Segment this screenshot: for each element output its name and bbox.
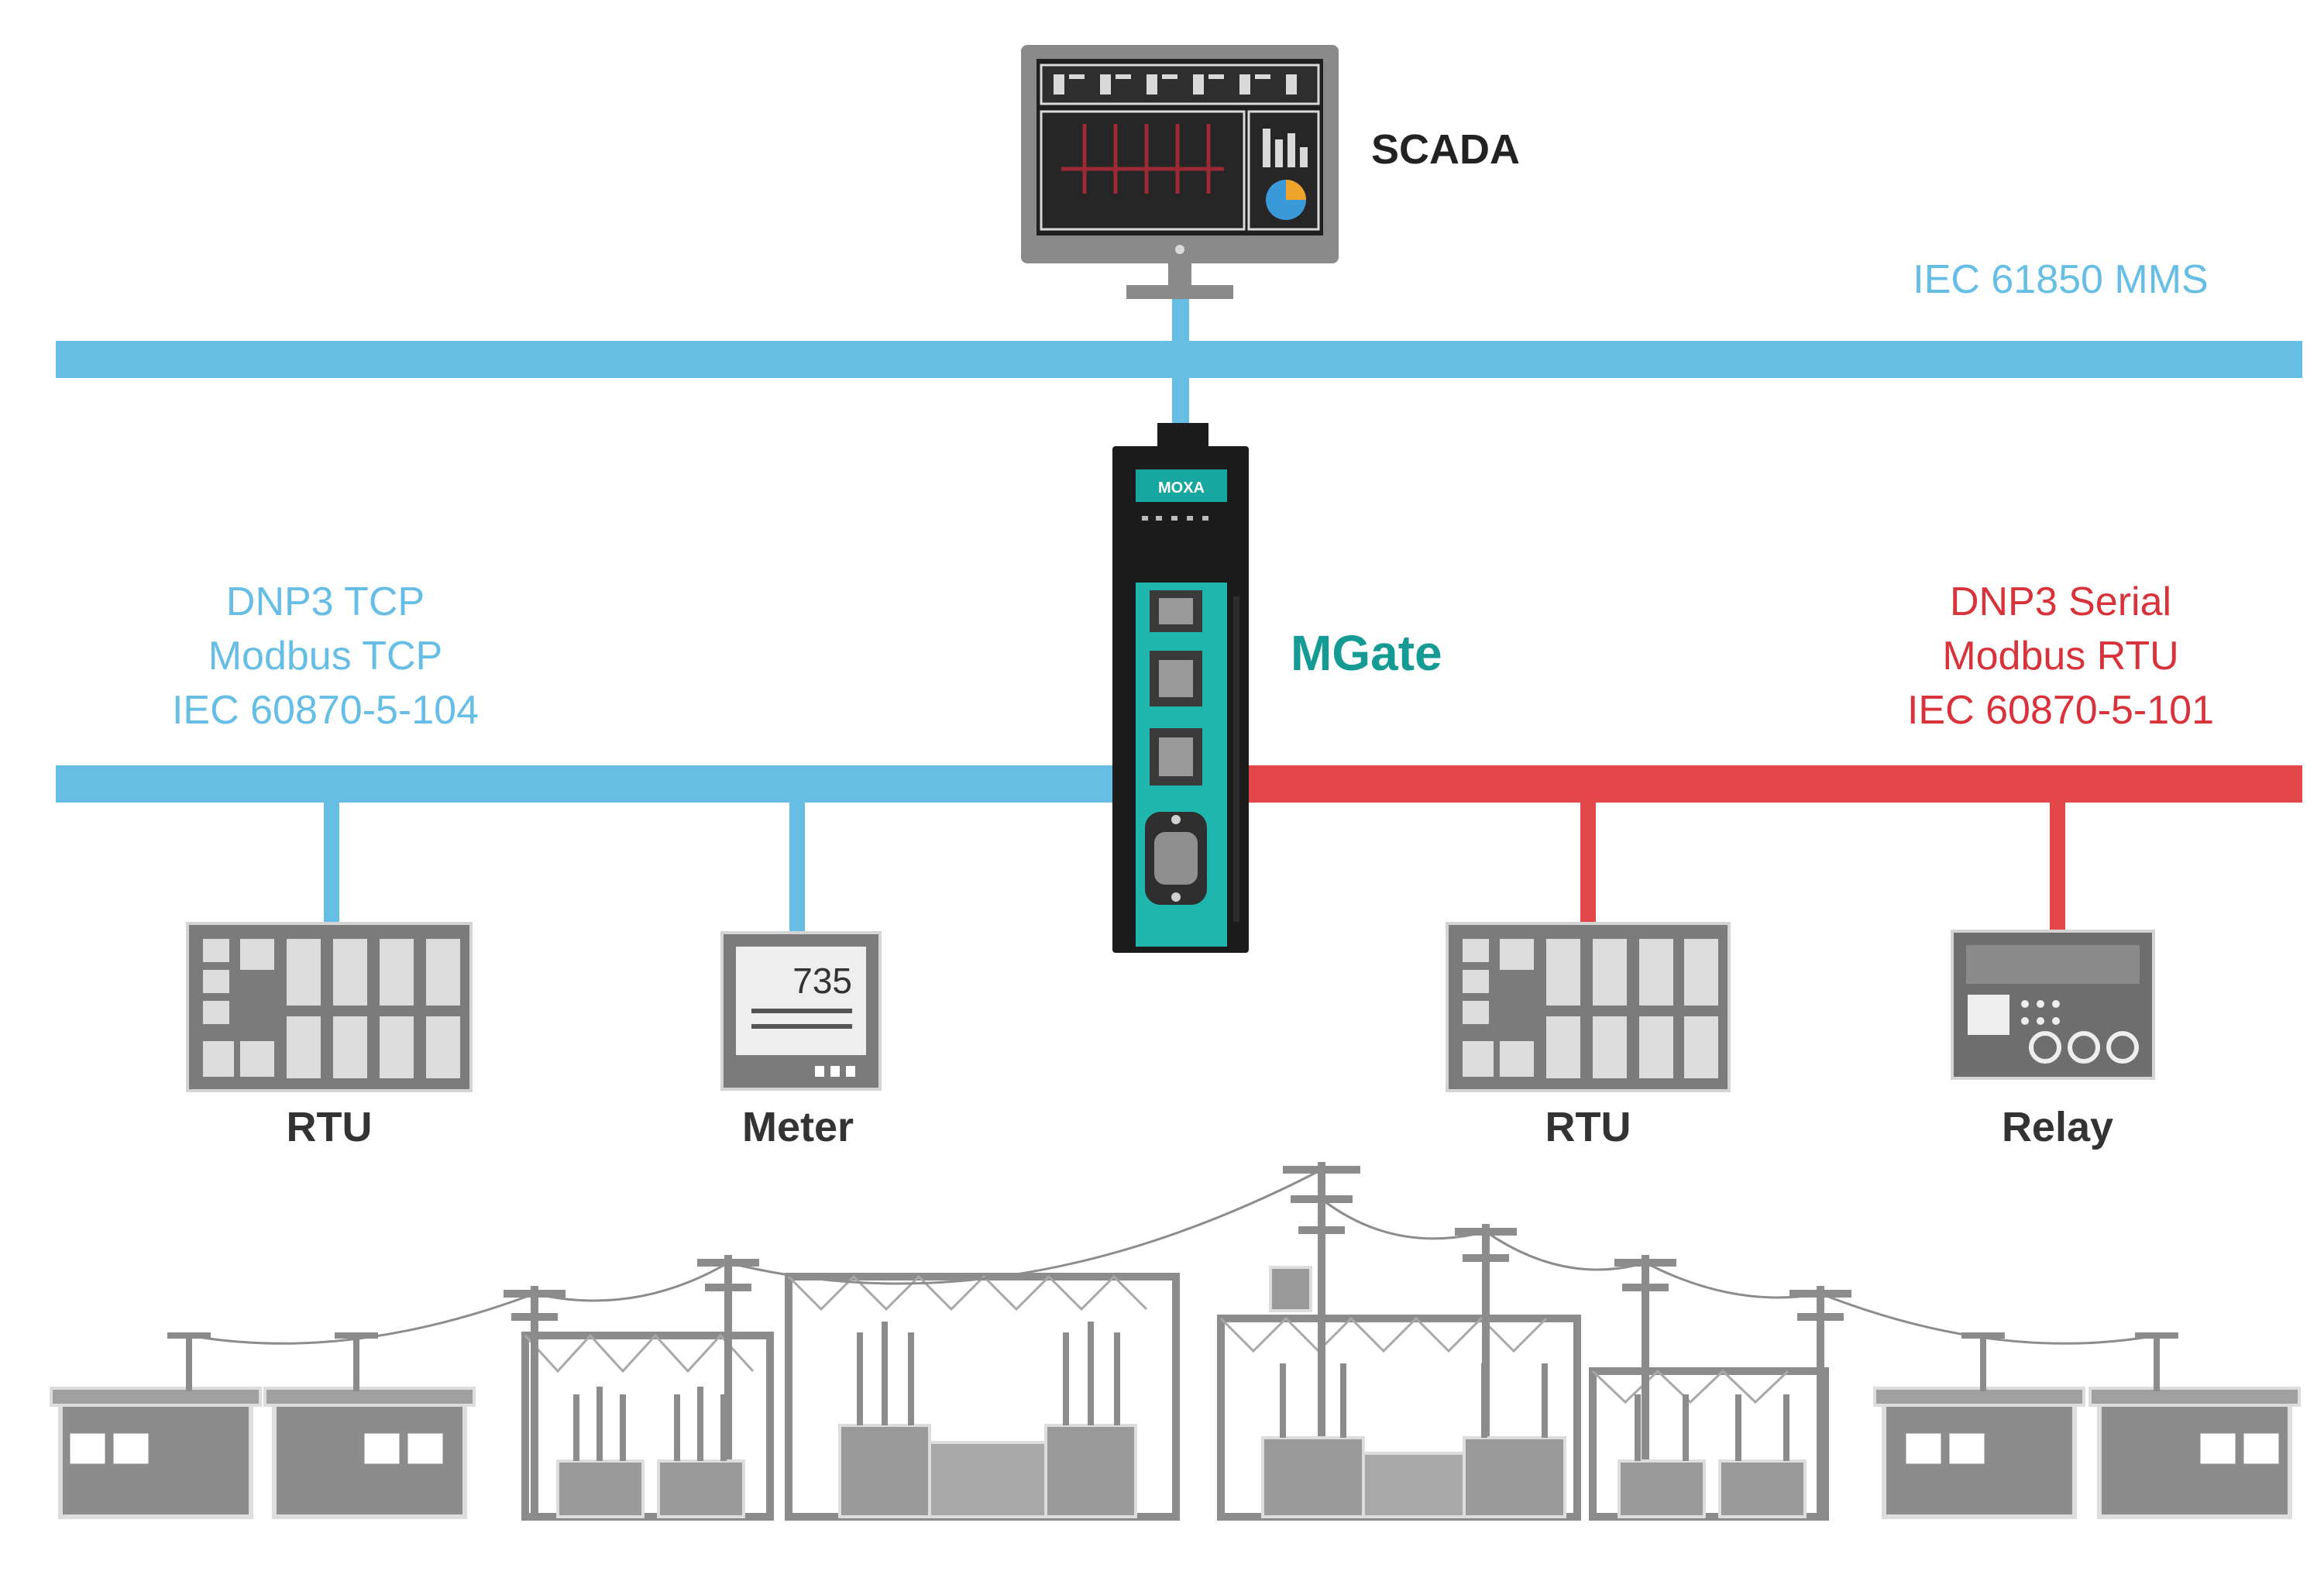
top-bus-protocol: IEC 61850 MMS: [1913, 257, 2209, 302]
ethernet-port-1: [1150, 590, 1202, 632]
gateway-label: MGate: [1291, 625, 1442, 681]
left-ethernet-bus: [56, 765, 1119, 803]
building-icon: [2089, 1387, 2301, 1519]
right-protocol-dnp3-serial: DNP3 Serial: [1949, 579, 2172, 624]
left-bus-protocols: DNP3 TCP Modbus TCP IEC 60870-5-104: [108, 575, 542, 737]
right-protocol-iec-101: IEC 60870-5-101: [1906, 688, 2215, 733]
building-icon: [50, 1387, 262, 1519]
rtu-right-label: RTU: [1545, 1104, 1631, 1150]
left-protocol-modbus-tcp: Modbus TCP: [208, 634, 443, 679]
scada-label: SCADA: [1371, 126, 1521, 173]
right-serial-bus: [1208, 765, 2302, 803]
meter-icon: 735: [720, 931, 882, 1091]
relay-icon: [1951, 930, 2155, 1080]
rtu-icon: [186, 922, 473, 1092]
meter-label: Meter: [741, 1104, 854, 1150]
meter-drop-line: [789, 795, 805, 934]
gateway-device-icon: MOXA: [1112, 423, 1249, 953]
left-protocol-iec-104: IEC 60870-5-104: [171, 688, 480, 733]
rtu-left-drop-line: [324, 795, 339, 924]
rtu-icon: [1446, 922, 1731, 1092]
monitor-icon: [1021, 45, 1339, 299]
transformer-icon: [556, 1424, 1807, 1518]
right-bus-protocols: DNP3 Serial Modbus RTU IEC 60870-5-101: [1844, 575, 2278, 737]
building-icon: [1873, 1387, 2085, 1519]
top-ethernet-bus: [56, 341, 2302, 378]
right-protocol-modbus-rtu: Modbus RTU: [1942, 634, 2179, 679]
ethernet-port-2: [1150, 651, 1202, 706]
rtu-left-label: RTU: [286, 1104, 373, 1150]
substation-illustration: [50, 1162, 2301, 1521]
relay-drop-line: [2050, 795, 2065, 933]
relay-label: Relay: [2001, 1104, 2114, 1150]
gateway-brand-text: MOXA: [1158, 480, 1205, 497]
serial-port: [1145, 812, 1207, 905]
rtu-right-drop-line: [1580, 795, 1596, 924]
building-icon: [263, 1387, 476, 1519]
meter-display-value: 735: [792, 961, 852, 1001]
ethernet-port-3: [1150, 728, 1202, 786]
left-protocol-dnp3-tcp: DNP3 TCP: [225, 579, 425, 624]
